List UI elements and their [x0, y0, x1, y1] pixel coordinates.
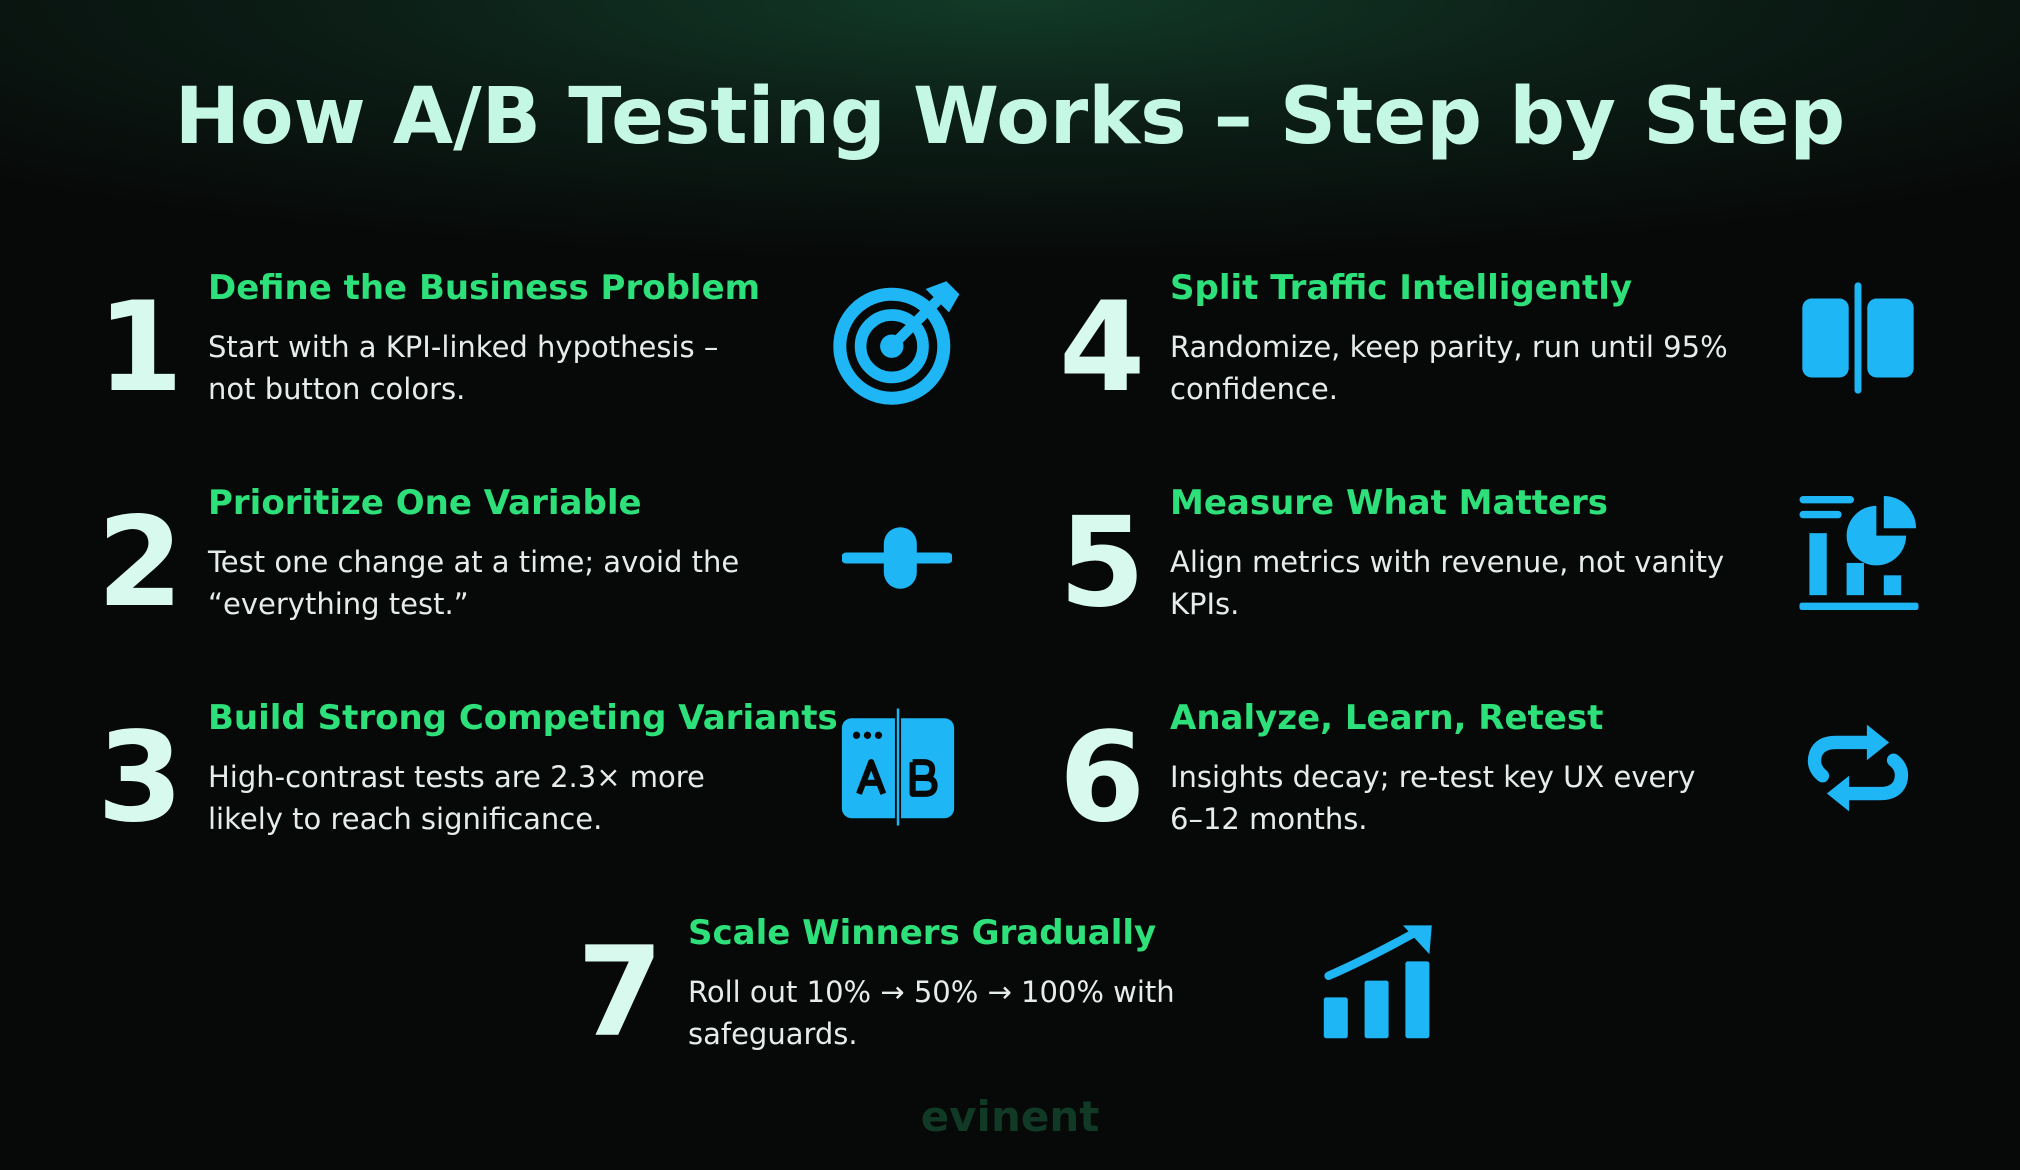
step-1: 1 Define the Business Problem Start with…: [97, 268, 997, 448]
step-6: 6 Analyze, Learn, Retest Insights decay;…: [1059, 698, 1959, 878]
step-number: 1: [97, 276, 184, 420]
step-title: Scale Winners Gradually: [688, 913, 1157, 953]
page-title: How A/B Testing Works – Step by Step: [174, 72, 1846, 162]
ab-split-icon: [837, 706, 959, 828]
step-description: Start with a KPI-linked hypothesis – not…: [208, 330, 719, 406]
step-description: Roll out 10% → 50% → 100% with safeguard…: [688, 975, 1175, 1051]
split-panel-icon: [1800, 280, 1916, 396]
step-number: 4: [1059, 276, 1146, 420]
target-icon: [832, 276, 962, 406]
step-description: Test one change at a time; avoid the “ev…: [208, 545, 740, 621]
step-title: Measure What Matters: [1170, 483, 1609, 523]
step-5: 5 Measure What Matters Align metrics wit…: [1059, 483, 1959, 663]
step-title: Build Strong Competing Variants: [208, 698, 838, 738]
step-number: 2: [97, 491, 184, 635]
brand-logo: evinent: [920, 1092, 1100, 1141]
step-number: 6: [1059, 706, 1146, 850]
step-description: Align metrics with revenue, not vanity K…: [1170, 545, 1725, 621]
step-3: 3 Build Strong Competing Variants High-c…: [97, 698, 997, 878]
growth-chart-icon: [1319, 923, 1439, 1043]
slider-icon: [842, 503, 952, 613]
step-number: 3: [97, 706, 184, 850]
step-4: 4 Split Traffic Intelligently Randomize,…: [1059, 268, 1959, 448]
step-number: 7: [577, 921, 664, 1065]
step-description: Randomize, keep parity, run until 95% co…: [1170, 330, 1728, 406]
step-title: Analyze, Learn, Retest: [1170, 698, 1604, 738]
step-2: 2 Prioritize One Variable Test one chang…: [97, 483, 997, 663]
step-number: 5: [1059, 491, 1146, 635]
step-description: Insights decay; re-test key UX every 6–1…: [1170, 760, 1696, 836]
step-title: Define the Business Problem: [208, 268, 761, 308]
repeat-arrows-icon: [1802, 718, 1914, 818]
step-title: Prioritize One Variable: [208, 483, 642, 523]
step-description: High-contrast tests are 2.3× more likely…: [208, 760, 705, 836]
analytics-dashboard-icon: [1797, 491, 1921, 615]
step-title: Split Traffic Intelligently: [1170, 268, 1633, 308]
step-7: 7 Scale Winners Gradually Roll out 10% →…: [577, 913, 1477, 1093]
